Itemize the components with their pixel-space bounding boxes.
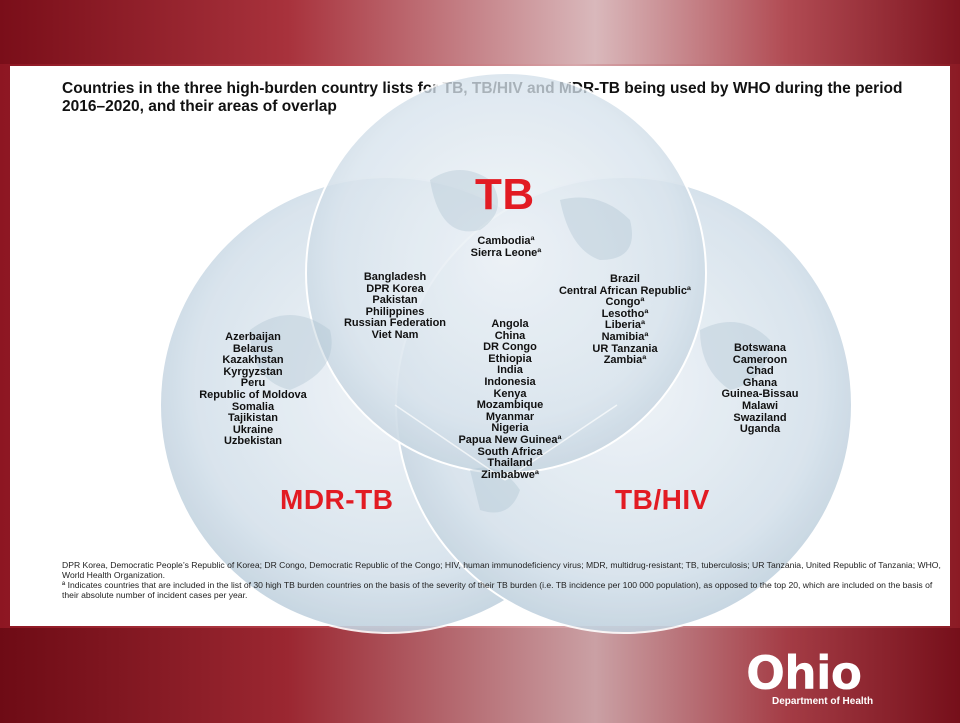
country-label: Somalia (231, 400, 275, 413)
country-label: Pakistan (372, 294, 418, 307)
footnote-note: ª Indicates countries that are included … (62, 580, 933, 600)
country-label: Thailand (487, 457, 533, 470)
country-label: Republic of Moldova (199, 388, 307, 401)
region-tbhiv-only: Botswana Cameroon Chad Ghana Guinea-Biss… (700, 342, 820, 436)
top-banner (0, 0, 960, 64)
footnote-abbreviations: DPR Korea, Democratic People’s Republic … (62, 560, 941, 580)
country-label: Kyrgyzstan (223, 365, 283, 378)
country-label: Viet Nam (371, 328, 419, 341)
region-mdr-only: Azerbaijan Belarus Kazakhstan Kyrgyzstan… (183, 331, 323, 448)
country-label: Kenya (493, 387, 527, 400)
country-label: India (497, 364, 523, 377)
country-label: Namibiaª (601, 330, 649, 343)
country-label: Congoª (605, 296, 645, 309)
country-label: Brazil (610, 273, 640, 285)
bottom-banner (0, 628, 960, 723)
overlap-edge (504, 404, 618, 481)
country-label: Papua New Guineaª (458, 433, 562, 446)
country-label: Ethiopia (488, 352, 532, 365)
country-label: Swaziland (733, 411, 787, 424)
country-label: Bangladesh (363, 271, 427, 283)
set-label-tb-hiv: TB/HIV (615, 484, 710, 515)
ohio-logo-subtitle: Department of Health (772, 696, 874, 707)
region-tb-tbhiv: Brazil Central African Republicª Congoª … (545, 273, 705, 367)
country-label: Uzbekistan (223, 435, 283, 448)
country-label: Angola (491, 318, 529, 330)
ohio-logo-word: Ohio (746, 646, 862, 700)
country-label: Lesothoª (601, 307, 649, 320)
country-label: Guinea-Bissau (721, 388, 799, 401)
country-label: Malawi (741, 399, 779, 412)
circle-tb (305, 72, 707, 474)
country-label: Cambodiaª (477, 235, 535, 247)
country-label: DPR Korea (366, 282, 424, 295)
country-label: Botswana (734, 342, 786, 354)
country-label: Zambiaª (603, 354, 647, 367)
country-label: Russian Federation (343, 317, 447, 330)
footnote: DPR Korea, Democratic People’s Republic … (62, 560, 942, 600)
country-label: China (494, 329, 526, 342)
country-label: Myanmar (485, 410, 535, 423)
region-tb-mdr: Bangladesh DPR Korea Pakistan Philippine… (330, 271, 460, 342)
country-label: Cameroon (732, 353, 788, 366)
country-label: Ghana (742, 376, 778, 389)
country-label: Nigeria (491, 422, 529, 435)
country-label: DR Congo (483, 341, 537, 354)
country-label: Central African Republicª (558, 284, 692, 297)
country-label: Liberiaª (604, 319, 646, 332)
country-label: Mozambique (476, 399, 544, 412)
country-label: Indonesia (484, 375, 536, 388)
country-label: Philippines (365, 305, 425, 318)
set-label-tb: TB (475, 170, 535, 219)
country-label: Chad (746, 365, 774, 378)
overlap-edge (394, 404, 506, 481)
country-label: Tajikistan (228, 412, 278, 425)
region-tb-only: Cambodiaª Sierra Leoneª (456, 235, 556, 259)
country-label: Uganda (739, 423, 781, 436)
country-label: Sierra Leoneª (470, 246, 542, 259)
country-label: UR Tanzania (592, 342, 658, 355)
country-label: Peru (240, 377, 266, 390)
country-label: Belarus (232, 342, 274, 355)
country-label: Azerbaijan (225, 331, 281, 343)
ohio-logo: Ohio Department of Health (746, 646, 936, 714)
country-label: Zimbabweª (481, 468, 539, 481)
country-label: Kazakhstan (222, 354, 284, 367)
set-label-mdr-tb: MDR-TB (280, 484, 394, 515)
region-all-three: Angola China DR Congo Ethiopia India Ind… (440, 318, 580, 481)
country-label: Ukraine (232, 423, 274, 436)
country-label: South Africa (477, 445, 543, 458)
